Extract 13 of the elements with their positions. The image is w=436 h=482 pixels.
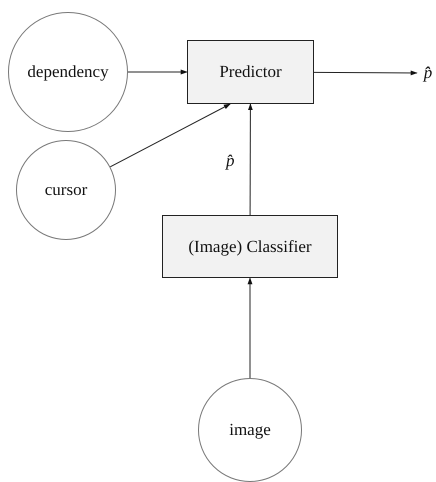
- arrow: [248, 277, 252, 379]
- node-label: (Image) Classifier: [188, 236, 312, 256]
- arrow: [127, 70, 188, 74]
- process-box: [162, 215, 338, 278]
- node-label: cursor: [44, 180, 88, 200]
- node-label: image: [229, 420, 271, 440]
- process-box: [187, 40, 314, 104]
- node-label: dependency: [27, 62, 109, 82]
- node-label: Predictor: [219, 62, 282, 82]
- arrow: [110, 104, 231, 168]
- output-symbol: p̂̂: [424, 63, 432, 83]
- arrow: [248, 103, 253, 216]
- arrow: [313, 70, 418, 76]
